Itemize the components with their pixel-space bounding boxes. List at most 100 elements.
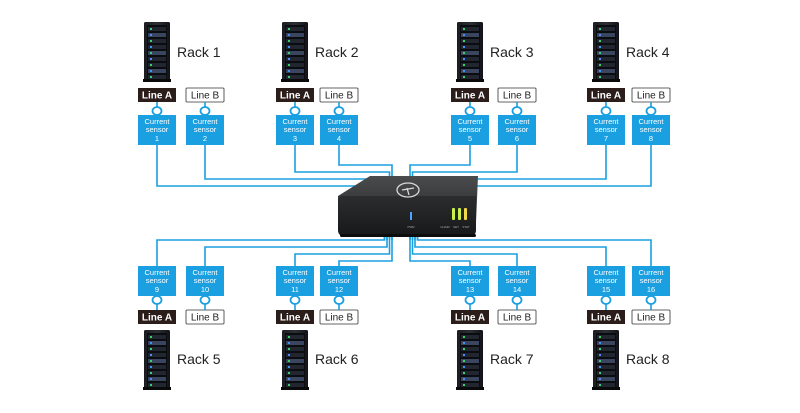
sensor-text-line1: Current	[457, 117, 483, 126]
line-b-label: Line B	[191, 313, 220, 324]
sensor-number: 1	[155, 134, 159, 143]
rack-label: Rack 5	[177, 351, 221, 367]
sensor-text-line1: Current	[504, 268, 530, 277]
sensor-text-line2: sensor	[194, 125, 217, 134]
sensor-number: 10	[201, 285, 209, 294]
clamp-ring-icon	[511, 106, 523, 116]
sensor-number: 4	[337, 134, 341, 143]
line-a-box: Line A	[451, 88, 489, 102]
status-led-3	[464, 208, 467, 220]
server-rack-icon	[592, 330, 620, 390]
sensor-text-line2: sensor	[459, 276, 482, 285]
line-a-box: Line A	[276, 88, 314, 102]
sensor-text-line1: Current	[282, 268, 308, 277]
clamp-ring-icon	[645, 106, 657, 116]
sensor-text-line1: Current	[504, 117, 530, 126]
line-b-label: Line B	[191, 91, 220, 102]
rack-label: Rack 6	[315, 351, 359, 367]
clamp-ring-icon	[289, 106, 301, 116]
line-a-box: Line A	[587, 310, 625, 324]
sensor-number: 11	[291, 285, 299, 294]
line-a-label: Line A	[591, 313, 621, 324]
clamp-ring-icon	[511, 295, 523, 305]
sensor-text-line2: sensor	[284, 276, 307, 285]
device-label: STAT	[462, 225, 469, 229]
rack-label: Rack 3	[490, 44, 534, 60]
clamp-ring-icon	[199, 295, 211, 305]
sensor-text-line1: Current	[593, 268, 619, 277]
sensor-number: 8	[649, 134, 653, 143]
rack-label: Rack 8	[626, 351, 670, 367]
server-rack-icon	[143, 330, 171, 390]
line-a-label: Line A	[591, 91, 621, 102]
line-b-box: Line B	[497, 309, 537, 325]
line-a-box: Line A	[138, 310, 176, 324]
sensor-text-line2: sensor	[640, 125, 663, 134]
sensor-text-line1: Current	[192, 117, 218, 126]
server-rack-icon	[143, 22, 171, 82]
clamp-ring-icon	[464, 106, 476, 116]
line-a-label: Line A	[280, 313, 310, 324]
sensor-text-line2: sensor	[506, 276, 529, 285]
line-a-label: Line A	[142, 91, 172, 102]
line-a-label: Line A	[455, 313, 485, 324]
sensor-text-line1: Current	[144, 117, 170, 126]
sensor-text-line1: Current	[638, 117, 664, 126]
clamp-ring-icon	[199, 106, 211, 116]
device-base	[340, 234, 476, 237]
rack-label: Rack 7	[490, 351, 534, 367]
sensor-number: 14	[513, 285, 521, 294]
device-label: PWR	[408, 225, 416, 229]
line-b-box: Line B	[319, 309, 359, 325]
sensor-text-line2: sensor	[284, 125, 307, 134]
clamp-ring-icon	[645, 295, 657, 305]
line-b-box: Line B	[319, 87, 359, 103]
rack-label: Rack 4	[626, 44, 670, 60]
sensor-text-line2: sensor	[640, 276, 663, 285]
sensor-text-line2: sensor	[146, 276, 169, 285]
line-b-label: Line B	[637, 313, 666, 324]
clamp-ring-icon	[289, 295, 301, 305]
sensor-text-line1: Current	[282, 117, 308, 126]
clamp-ring-icon	[151, 295, 163, 305]
sensor-text-line2: sensor	[328, 125, 351, 134]
sensor-text-line1: Current	[638, 268, 664, 277]
sensor-number: 13	[466, 285, 474, 294]
clamp-ring-icon	[600, 295, 612, 305]
sensor-number: 3	[293, 134, 297, 143]
line-a-box: Line A	[138, 88, 176, 102]
sensor-text-line1: Current	[144, 268, 170, 277]
line-b-box: Line B	[631, 309, 671, 325]
sensor-text-line2: sensor	[595, 125, 618, 134]
sensor-number: 15	[602, 285, 610, 294]
sensor-text-line2: sensor	[146, 125, 169, 134]
sensor-text-line2: sensor	[459, 125, 482, 134]
power-led	[410, 212, 412, 220]
line-b-label: Line B	[325, 313, 354, 324]
sensor-number: 16	[647, 285, 655, 294]
brand-logo-mark-icon	[401, 187, 415, 196]
line-a-label: Line A	[280, 91, 310, 102]
line-b-label: Line B	[637, 91, 666, 102]
clamp-ring-icon	[333, 295, 345, 305]
line-b-box: Line B	[631, 87, 671, 103]
sensor-text-line2: sensor	[595, 276, 618, 285]
